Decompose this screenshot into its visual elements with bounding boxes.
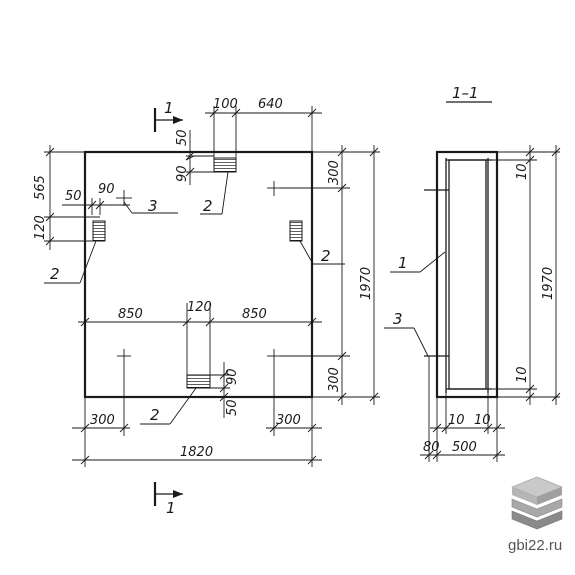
dim-section-10-left: 10 (448, 413, 465, 428)
dim-top-90: 90 (175, 165, 190, 182)
dim-bottom-300-left: 300 (90, 413, 115, 428)
mounting-mark-bottom-right (267, 349, 281, 363)
callout-2-left: 2 (44, 240, 97, 284)
dim-top-100: 100 (213, 97, 238, 112)
panel-outline (83, 150, 314, 399)
dim-bottom-50: 50 (225, 399, 240, 416)
mounting-mark-top-right (267, 181, 281, 196)
section-title: 1–1 (452, 84, 479, 102)
dim-bottom-90: 90 (225, 368, 240, 385)
dim-top-640: 640 (258, 97, 283, 112)
dim-mid-850-right: 850 (242, 307, 267, 322)
left-dimension-chain: 565 120 50 90 (33, 145, 130, 250)
middle-dimension-chain: 850 120 850 (78, 300, 322, 385)
embedded-part-bottom (186, 374, 211, 389)
dim-section-80: 80 (423, 440, 440, 455)
embedded-part-top (213, 157, 237, 173)
callout-2-right-label: 2 (321, 247, 331, 265)
dim-left-565: 565 (33, 175, 48, 200)
dim-section-1970: 1970 (541, 267, 556, 300)
section-mark-label-bottom: 1 (166, 499, 176, 517)
section-reinforcement (448, 159, 487, 390)
watermark-logo (511, 476, 563, 530)
callout-2-right: 2 (299, 240, 345, 265)
dim-section-500: 500 (452, 440, 477, 455)
top-dimension-chain: 100 640 50 90 (175, 97, 322, 185)
embedded-part-right (289, 220, 303, 242)
logo-layer-mid (511, 498, 563, 518)
section-view: 1–1 1 3 10 10 1970 (384, 84, 561, 462)
callout-2-left-label: 2 (50, 265, 60, 283)
dim-right-1970: 1970 (359, 267, 374, 300)
dim-left-50: 50 (65, 189, 82, 204)
dim-bottom-300-right: 300 (276, 413, 301, 428)
dim-right-300-top: 300 (327, 160, 342, 185)
overall-width-dimension: 1820 (72, 397, 322, 467)
callout-2-top-label: 2 (203, 197, 213, 215)
callout-2-bottom-label: 2 (150, 406, 160, 424)
section-outline (435, 150, 499, 399)
callout-2-top: 2 (200, 171, 229, 215)
dim-section-10-right: 10 (474, 413, 491, 428)
dim-right-300-bottom: 300 (327, 367, 342, 392)
logo-layer-bottom (511, 510, 563, 530)
callout-3-label: 3 (148, 197, 158, 215)
dim-section-10-top: 10 (515, 163, 530, 180)
dim-mid-850-left: 850 (118, 307, 143, 322)
section-mark-label: 1 (164, 99, 174, 117)
dim-left-90: 90 (98, 182, 115, 197)
dim-bottom-1820: 1820 (180, 445, 213, 460)
callout-2-bottom: 2 (140, 387, 197, 425)
section-mark-bottom: 1 (153, 482, 183, 517)
dim-top-50: 50 (175, 129, 190, 146)
right-dimension-chain: 300 300 1970 (280, 145, 380, 405)
callout-3-section-label: 3 (393, 310, 403, 328)
bottom-300-dimensions: 300 300 (72, 363, 322, 436)
dim-mid-120: 120 (187, 300, 212, 315)
mounting-mark-bottom-left (117, 349, 131, 363)
dim-left-120: 120 (33, 215, 48, 240)
bottom-insert-dimension: 90 50 (210, 362, 240, 418)
watermark-text: gbi22.ru (508, 537, 562, 554)
dim-section-10-bottom: 10 (515, 366, 530, 383)
section-mark-top: 1 (153, 99, 183, 132)
embedded-part-left (92, 220, 106, 242)
callout-3: 3 (116, 190, 178, 215)
callout-1-section-label: 1 (398, 254, 408, 272)
